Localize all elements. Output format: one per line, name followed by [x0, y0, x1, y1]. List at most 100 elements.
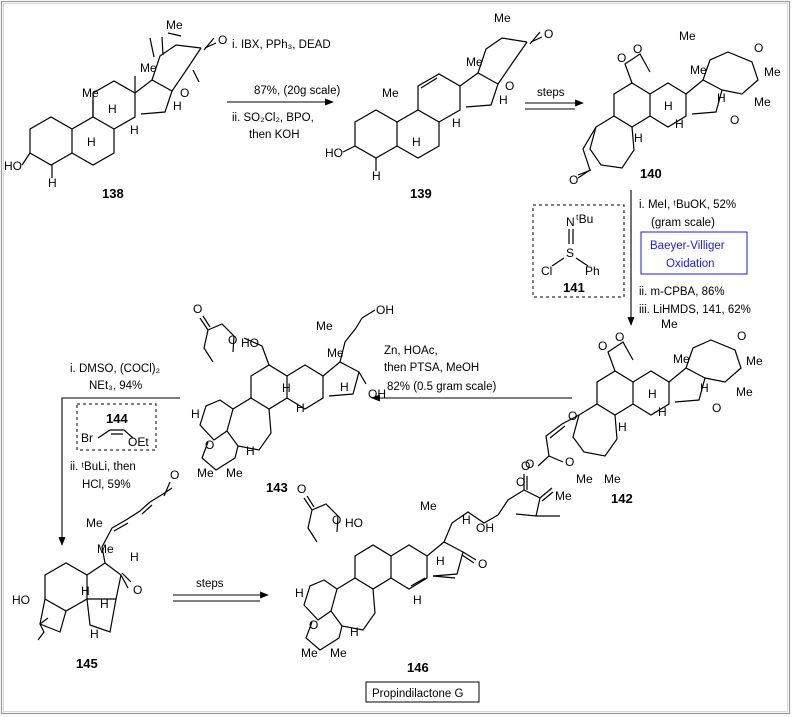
atom-label: H	[130, 123, 139, 137]
atom-label: OH	[376, 303, 394, 317]
compound-label-144: 144	[106, 411, 128, 426]
step1-yield: 87%, (20g scale)	[254, 85, 340, 97]
atom-label: Cl	[541, 264, 552, 278]
step4-line-1: Zn, HOAc,	[384, 345, 438, 357]
atom-label: H	[173, 99, 182, 113]
step5-reagent-i: i. DMSO, (COCl)₂	[70, 363, 160, 375]
tbu-label: ᵗBu	[576, 212, 593, 226]
product-name: Propindilactone G	[372, 688, 463, 700]
atom-label: H	[282, 381, 291, 395]
atom-label: OH	[368, 387, 386, 401]
step3-reagent-iii: iii. LiHMDS, 141, 62%	[639, 304, 751, 316]
atom-label: O	[478, 557, 487, 571]
structure-142: O O O O O Me Me Me Me Me Me O O H H H H …	[525, 317, 763, 506]
structure-145: Me Me O O HO H H H H 145	[12, 468, 179, 671]
compound-label-138: 138	[102, 186, 124, 201]
step1-reagent-i: i. IBX, PPh₃, DEAD	[232, 39, 331, 51]
compound-label-140: 140	[640, 166, 662, 181]
step5-base: NEt₃, 94%	[89, 380, 142, 392]
atom-label: Me	[316, 319, 333, 333]
atom-label: Me	[197, 466, 214, 480]
atom-label: H	[618, 420, 627, 434]
atom-label: Me	[82, 86, 99, 100]
bv-text-2: Oxidation	[666, 258, 715, 270]
atom-label: Me	[679, 29, 696, 43]
step5-hcl: HCl, 59%	[82, 479, 131, 491]
atom-label: O	[615, 330, 624, 344]
atom-label: H	[48, 176, 57, 190]
structure-139: Me Me Me H H H H O O HO 139	[325, 11, 553, 201]
atom-label: H	[191, 407, 200, 421]
atom-label: O	[505, 79, 514, 93]
atom-label: OEt	[128, 435, 149, 449]
atom-label: Me	[754, 95, 771, 109]
compound-label-143: 143	[266, 480, 288, 495]
atom-label: H	[296, 401, 305, 415]
atom-label: H	[436, 554, 445, 568]
atom-label: H	[413, 593, 422, 607]
atom-label: O	[170, 468, 179, 482]
atom-label: H	[658, 405, 667, 419]
atom-label: Me	[673, 352, 690, 366]
step2-label: steps	[537, 87, 565, 99]
step3-reagent-ii: ii. m-CPBA, 86%	[639, 286, 725, 298]
compound-label-141: 141	[563, 280, 585, 295]
atom-label: HO	[325, 146, 343, 160]
atom-label: H	[81, 584, 90, 598]
atom-label: O	[309, 618, 318, 632]
atom-label: H	[87, 135, 96, 149]
structure-140: O O Me Me Me Me O O H H H H O 140	[569, 29, 781, 187]
atom-label: H	[90, 627, 99, 641]
atom-label: H	[108, 102, 117, 116]
atom-label: Me	[327, 346, 344, 360]
atom-label: Me	[97, 542, 114, 556]
atom-label: H	[675, 117, 684, 131]
atom-label: Ph	[585, 264, 600, 278]
atom-label: O	[193, 302, 202, 316]
atom-label: H	[452, 116, 461, 130]
atom-label: O	[569, 173, 578, 187]
step6-label: steps	[196, 578, 224, 590]
atom-label: Me	[690, 63, 707, 77]
atom-label: Me	[330, 646, 347, 660]
atom-label: H	[246, 444, 255, 458]
compound-label-142: 142	[611, 491, 633, 506]
atom-label: O	[598, 339, 607, 353]
atom-label: Me	[661, 317, 678, 331]
atom-label: O	[332, 513, 341, 527]
atom-label: H	[664, 99, 673, 113]
step1-then: then KOH	[249, 129, 300, 141]
atom-label: Me	[301, 646, 318, 660]
atom-label: Me	[226, 466, 243, 480]
atom-label: Me	[494, 11, 511, 25]
atom-label: N	[566, 215, 575, 229]
structure-138: Me Me Me H H H H H O O HO 138	[4, 18, 227, 201]
atom-label: H	[295, 586, 304, 600]
atom-label: H	[100, 597, 109, 611]
atom-label: H	[412, 135, 421, 149]
atom-label: O	[737, 329, 746, 343]
atom-label: O	[180, 86, 189, 100]
atom-label: O	[568, 409, 577, 423]
atom-label: Me	[764, 65, 781, 79]
atom-label: OH	[476, 521, 494, 535]
compound-label-146: 146	[407, 660, 429, 675]
atom-label: Me	[86, 516, 103, 530]
atom-label: O	[544, 27, 553, 41]
atom-label: O	[712, 401, 721, 415]
atom-label: Me	[140, 61, 157, 75]
reagent-144-box	[76, 403, 157, 451]
atom-label: O	[633, 42, 642, 56]
atom-label: O	[525, 457, 534, 471]
atom-label: O	[617, 51, 626, 65]
atom-label: Me	[466, 55, 483, 69]
atom-label: O	[205, 438, 214, 452]
atom-label: Me	[420, 499, 437, 513]
step3-reagent-i: i. MeI, ᵗBuOK, 52%	[639, 199, 736, 211]
atom-label: HO	[241, 336, 259, 350]
atom-label: Br	[81, 431, 93, 445]
atom-label: HO	[12, 593, 30, 607]
atom-label: H	[340, 380, 349, 394]
step4-line-2: then PTSA, MeOH	[384, 362, 479, 374]
atom-label: Me	[166, 18, 183, 32]
